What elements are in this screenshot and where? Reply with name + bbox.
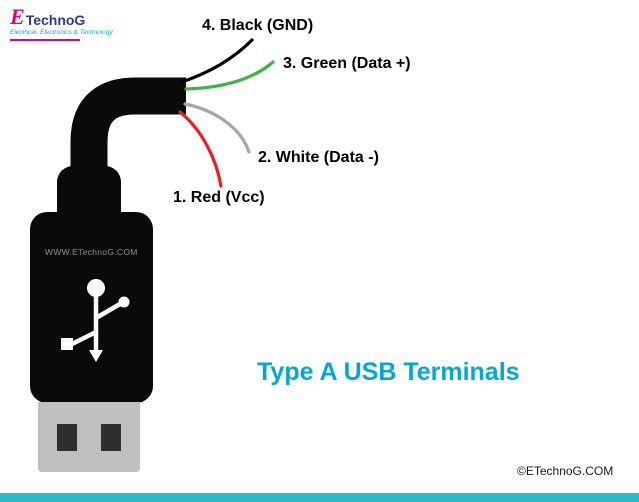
usb-trident-icon — [61, 279, 130, 362]
usb-plug-body — [30, 212, 153, 403]
usb-cable — [70, 77, 186, 205]
label-white-data-minus: 2. White (Data -) — [258, 149, 379, 166]
logo-letter-e: E — [10, 4, 25, 29]
label-red-vcc: 1. Red (Vcc) — [173, 189, 265, 206]
bottom-accent-strip — [0, 493, 639, 502]
wire-green-data-plus — [184, 60, 275, 91]
watermark-text: WWW.ETechnoG.COM — [45, 247, 138, 257]
logo-name-text: TechnoG — [25, 12, 86, 28]
diagram-title: Type A USB Terminals — [257, 358, 520, 386]
wire-red-vcc — [178, 110, 223, 188]
usb-contact-left — [57, 424, 77, 451]
logo-tagline: Electrical, Electronics & Technology — [10, 29, 113, 36]
usb-contact-right — [101, 424, 121, 451]
copyright-text: ©ETechnoG.COM — [517, 464, 614, 478]
wire-black-gnd — [180, 38, 254, 84]
label-green-data-plus: 3. Green (Data +) — [283, 55, 411, 72]
logo-wordmark: E TechnoG — [10, 6, 113, 28]
etechnog-logo: E TechnoG Electrical, Electronics & Tech… — [10, 6, 113, 41]
wire-white-data-minus — [183, 102, 251, 154]
logo-underline — [10, 38, 80, 41]
label-black-gnd: 4. Black (GND) — [202, 17, 314, 34]
usb-metal-shell — [38, 402, 140, 472]
